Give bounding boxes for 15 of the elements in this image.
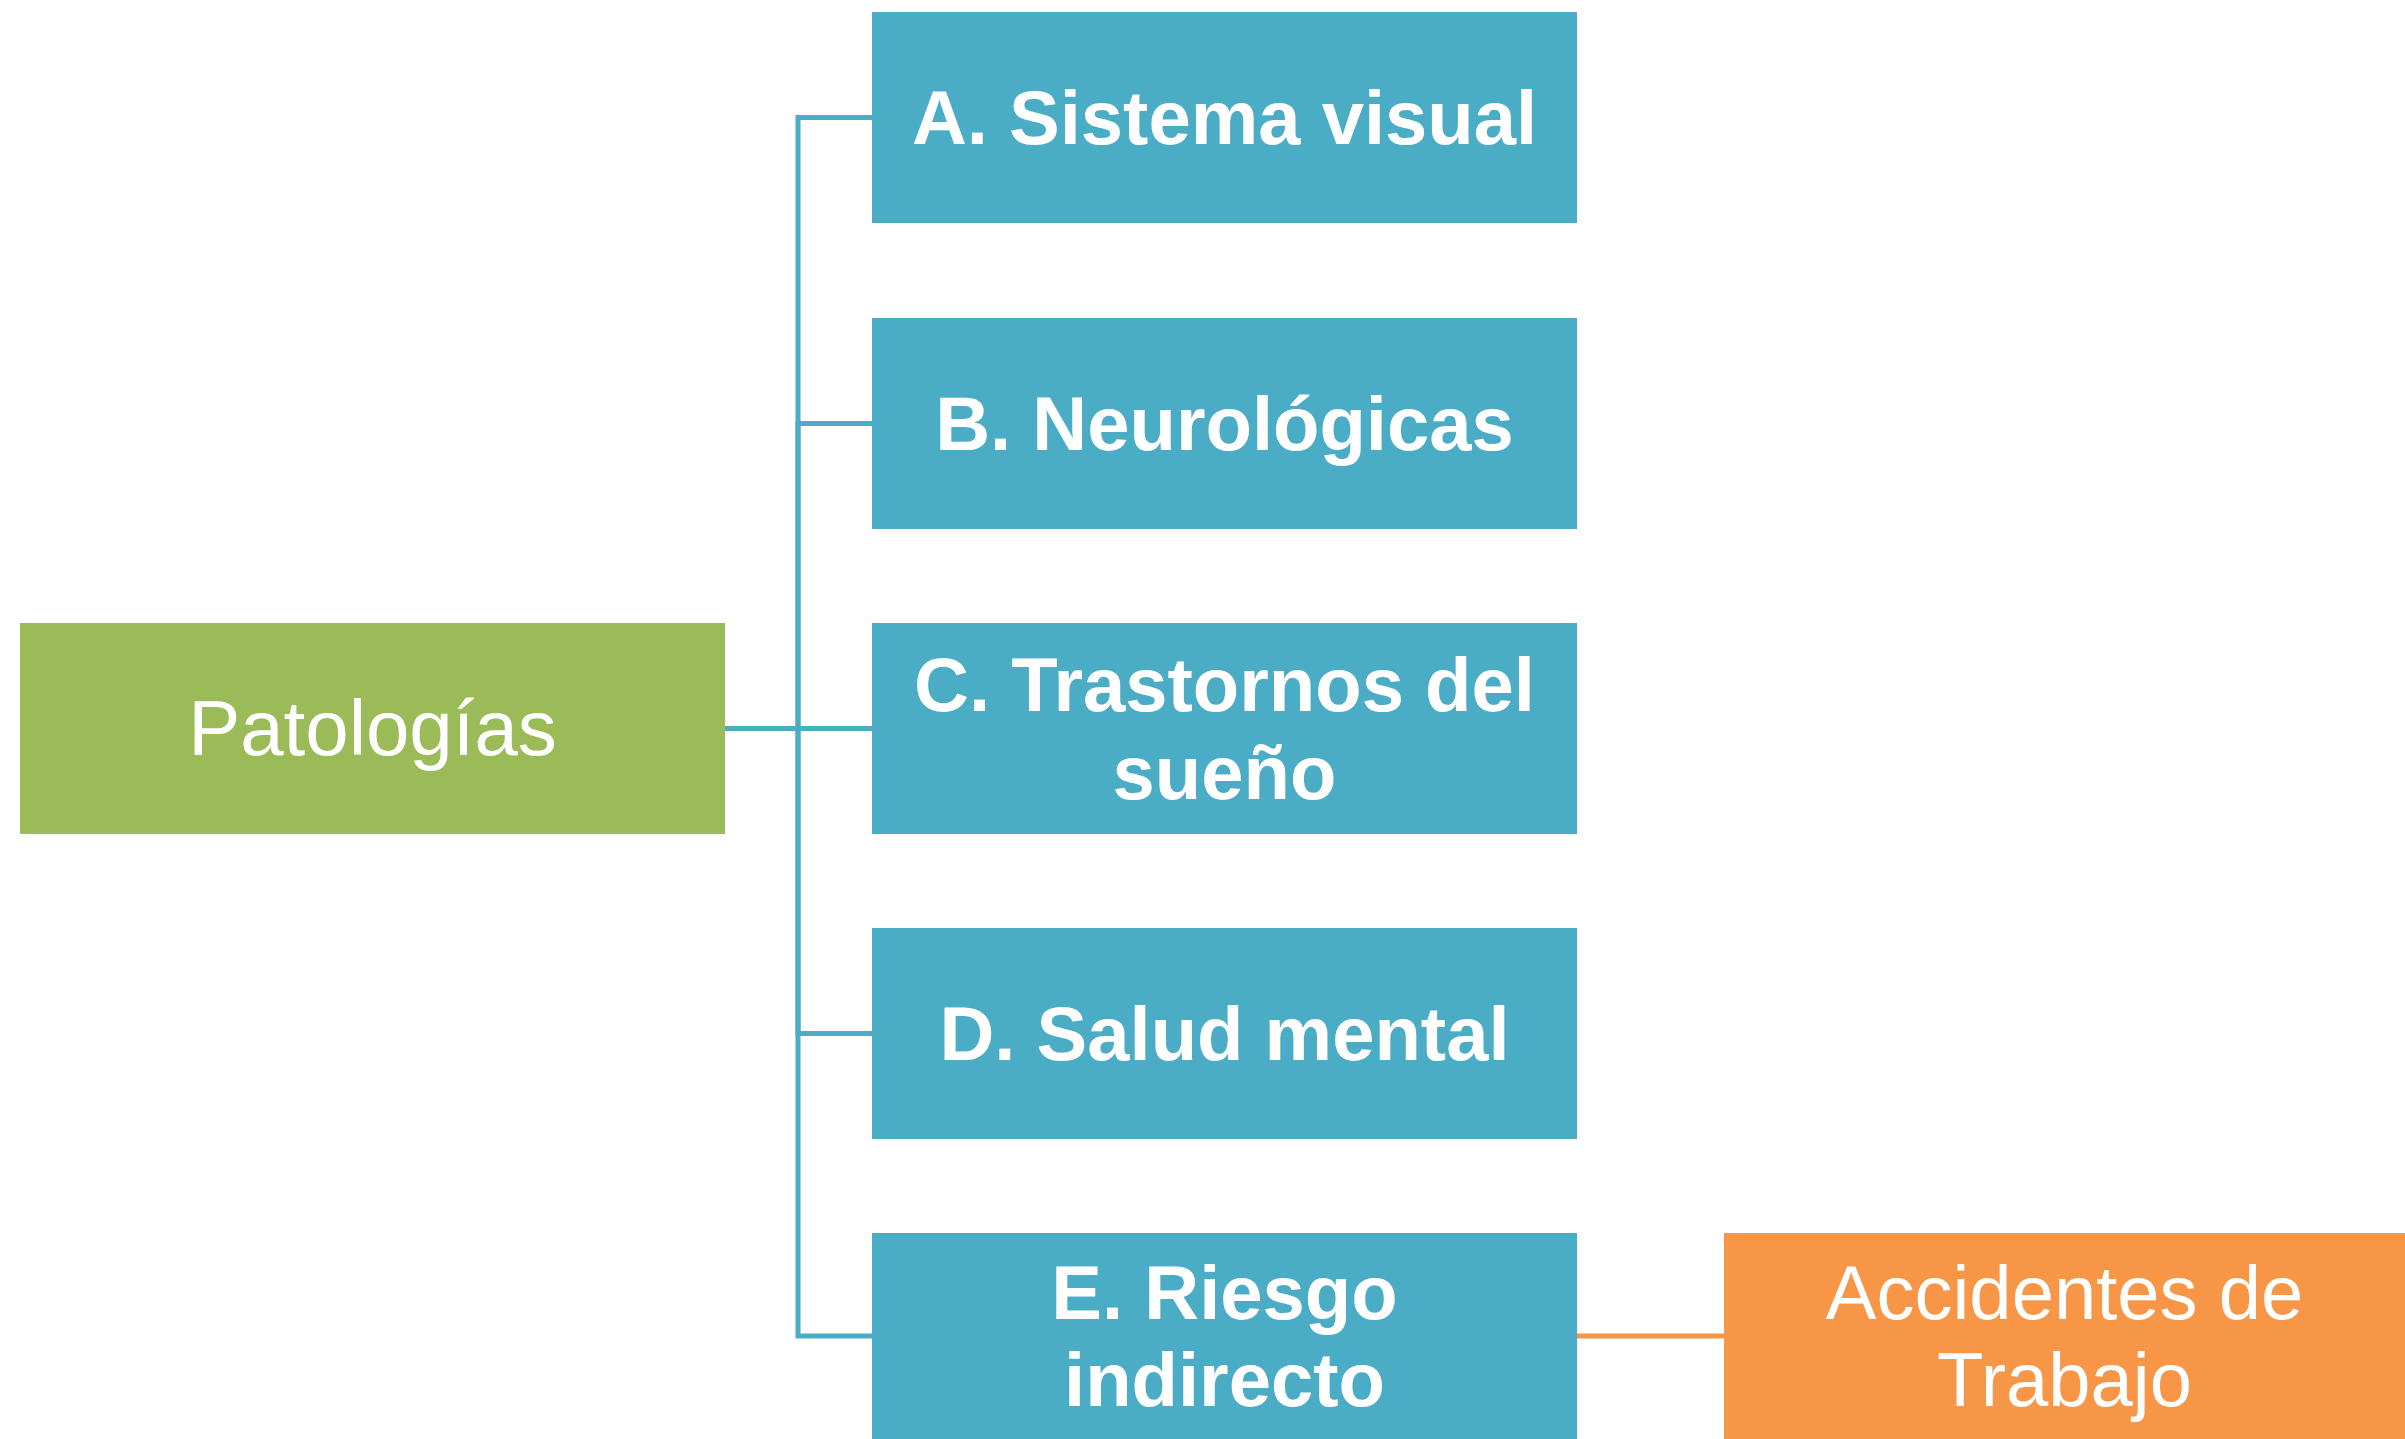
node-label: A. Sistema visual [911, 73, 1538, 162]
connector-line [1577, 1333, 1724, 1339]
node-label: E. Riesgo indirecto [1050, 1248, 1399, 1424]
outcome-box [1724, 1233, 2405, 1439]
category-box [872, 623, 1577, 834]
node-label: B. Neurológicas [935, 379, 1514, 468]
category-box [872, 928, 1577, 1139]
category-box [872, 12, 1577, 223]
root-box [20, 623, 725, 834]
node-label: Patologías [188, 683, 557, 774]
node-label: C. Trastornos del sueño [913, 641, 1536, 816]
node-label: D. Salud mental [939, 989, 1510, 1078]
node-label: Accidentes de Trabajo [1824, 1248, 2305, 1424]
category-box [872, 318, 1577, 529]
category-box [872, 1233, 1577, 1439]
